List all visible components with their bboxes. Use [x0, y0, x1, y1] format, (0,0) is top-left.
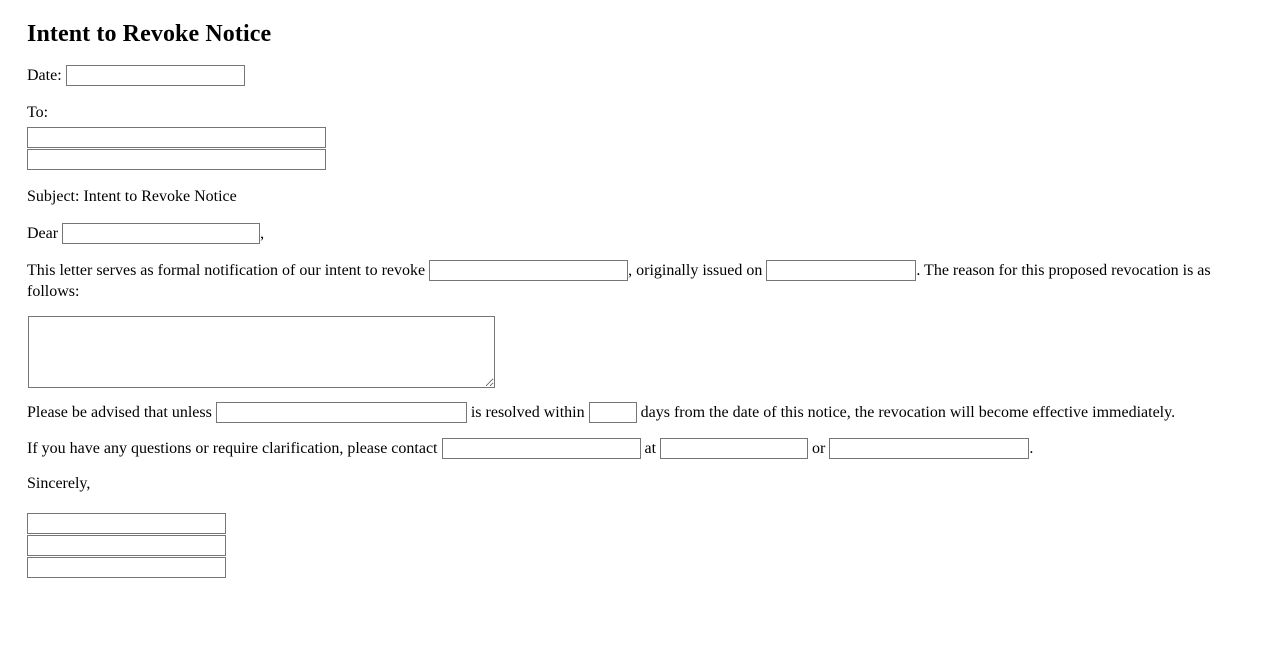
to-line-1-input[interactable]	[27, 127, 326, 149]
contact-email-input[interactable]	[829, 437, 1030, 459]
contact-paragraph: If you have any questions or require cla…	[27, 437, 1252, 459]
recipient-name-input[interactable]	[62, 223, 261, 245]
advisory-paragraph: Please be advised that unless is resolve…	[27, 402, 1252, 424]
signature-fields-group	[27, 512, 1252, 578]
salutation-prefix-label: Dear	[27, 225, 59, 243]
contact-text-part-2: at	[644, 439, 657, 457]
reason-textarea[interactable]	[28, 316, 495, 389]
advisory-text-part-2: is resolved within	[470, 404, 585, 422]
condition-input[interactable]	[215, 402, 467, 424]
date-row: Date:	[27, 64, 1252, 86]
signature-name-input[interactable]	[27, 512, 226, 534]
revoked-item-input[interactable]	[429, 260, 629, 282]
body-text-part-1: This letter serves as formal notificatio…	[27, 262, 426, 280]
contact-name-input[interactable]	[441, 437, 641, 459]
contact-phone-input[interactable]	[660, 437, 809, 459]
closing-label: Sincerely,	[27, 474, 91, 492]
date-input[interactable]	[65, 64, 245, 86]
advisory-text-part-1: Please be advised that unless	[27, 404, 212, 422]
to-fields-group	[27, 127, 1252, 171]
page-title: Intent to Revoke Notice	[27, 21, 272, 47]
date-label: Date:	[27, 66, 62, 84]
to-line-2-input[interactable]	[27, 149, 326, 171]
to-label: To:	[27, 103, 49, 121]
body-paragraph: This letter serves as formal notificatio…	[27, 260, 1252, 302]
body-text-part-2: , originally issued on	[628, 262, 763, 280]
signature-title-input[interactable]	[27, 534, 226, 556]
salutation-row: Dear ,	[27, 223, 1252, 245]
contact-text-part-3: or	[812, 439, 826, 457]
document-page: Intent to Revoke Notice Date: To: Subjec…	[27, 21, 1252, 578]
issue-date-input[interactable]	[766, 260, 917, 282]
advisory-text-part-3: days from the date of this notice, the r…	[640, 404, 1176, 422]
signature-org-input[interactable]	[27, 556, 226, 578]
salutation-suffix-label: ,	[260, 225, 265, 243]
body-text-part-3: . The reason for this proposed revocatio…	[27, 262, 1211, 301]
days-input[interactable]	[588, 402, 637, 424]
contact-text-part-4: .	[1029, 439, 1034, 457]
subject-line: Subject: Intent to Revoke Notice	[27, 188, 237, 206]
contact-text-part-1: If you have any questions or require cla…	[27, 439, 438, 457]
to-label-row: To:	[27, 102, 1252, 123]
